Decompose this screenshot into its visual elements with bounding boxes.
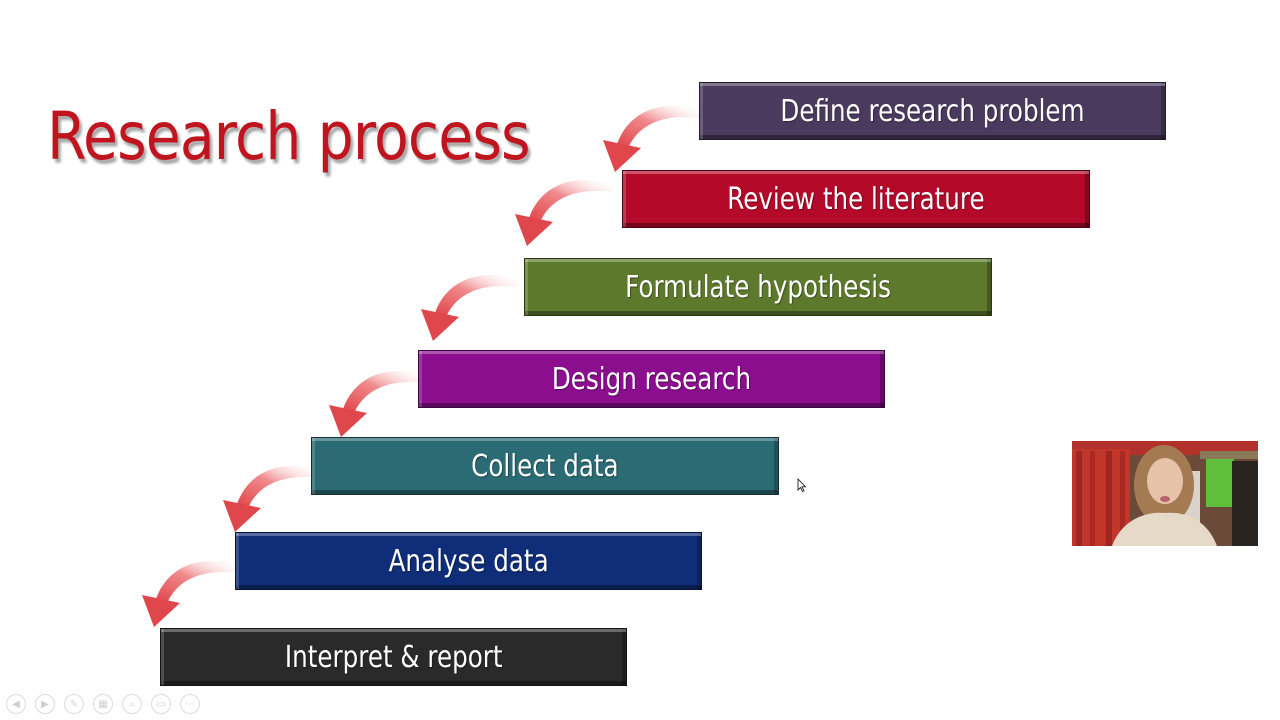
step-define-research-problem: Define research problem (699, 82, 1166, 140)
slide-title: Research process (47, 98, 531, 175)
curved-arrow-icon (142, 561, 239, 627)
curved-arrow-icon (421, 275, 518, 341)
step-label: Analyse data (388, 543, 549, 579)
zoom-icon[interactable]: ⌕ (122, 694, 142, 714)
subtitle-icon[interactable]: ▭ (151, 694, 171, 714)
step-interpret-and-report: Interpret & report (160, 628, 627, 686)
step-review-the-literature: Review the literature (622, 170, 1090, 228)
step-label: Collect data (471, 448, 619, 484)
curved-arrow-icon (329, 371, 426, 437)
webcam-frame (1072, 441, 1258, 546)
step-analyse-data: Analyse data (235, 532, 702, 590)
step-label: Formulate hypothesis (625, 269, 891, 305)
next-icon[interactable]: ▶ (35, 694, 55, 714)
curved-arrow-icon (223, 466, 320, 532)
step-collect-data: Collect data (311, 437, 779, 495)
step-design-research: Design research (418, 350, 885, 408)
step-label: Interpret & report (284, 639, 503, 675)
more-icon[interactable]: ⋯ (180, 694, 200, 714)
step-formulate-hypothesis: Formulate hypothesis (524, 258, 992, 316)
step-label: Define research problem (780, 93, 1085, 129)
curved-arrow-icon (515, 180, 612, 246)
curved-arrow-icon (603, 106, 700, 172)
mouse-cursor-icon (797, 478, 807, 492)
step-label: Review the literature (727, 181, 985, 217)
webcam-video (1072, 441, 1258, 546)
presentation-toolbar: ◀ ▶ ✎ ▦ ⌕ ▭ ⋯ (6, 694, 200, 714)
step-label: Design research (551, 361, 752, 397)
slides-icon[interactable]: ▦ (93, 694, 113, 714)
pen-icon[interactable]: ✎ (64, 694, 84, 714)
prev-icon[interactable]: ◀ (6, 694, 26, 714)
